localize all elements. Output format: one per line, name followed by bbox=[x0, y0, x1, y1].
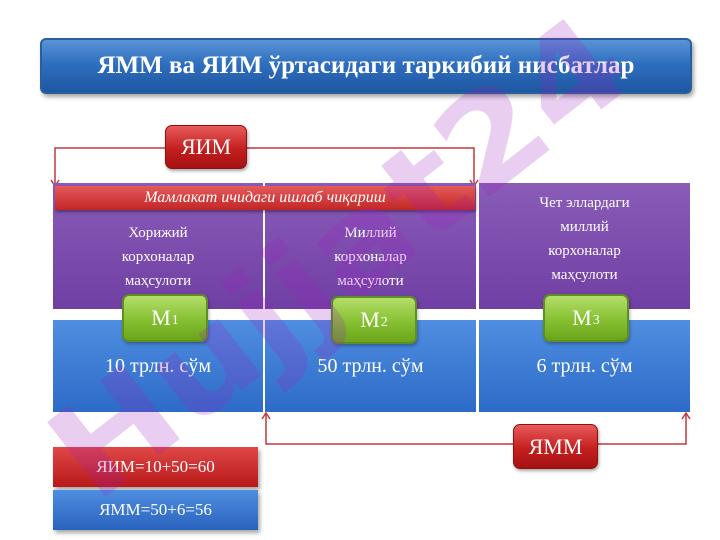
m3-tag-index: 3 bbox=[592, 313, 600, 328]
col2-line3: маҳсулоти bbox=[337, 273, 404, 289]
col3-line2: миллий bbox=[560, 219, 609, 235]
yaim-label-text: ЯИМ bbox=[180, 134, 232, 159]
col1-line3: маҳсулоти bbox=[124, 273, 192, 289]
col3-line4: маҳсулоти bbox=[551, 267, 618, 283]
m3-tag-letter: М bbox=[572, 305, 592, 330]
m1-tag-letter: М bbox=[151, 305, 171, 330]
yamm-bracket bbox=[265, 414, 513, 445]
value-m1: 10 трлн. сўм bbox=[105, 354, 211, 377]
abroad-national-companies-box: Чет эллардаги миллий корхоналар маҳсулот… bbox=[479, 183, 690, 309]
yaim-bracket bbox=[54, 147, 165, 186]
col2-line2: корхоналар bbox=[334, 249, 407, 265]
m1-tag-index: 1 bbox=[171, 313, 179, 328]
domestic-production-banner: Мамлакат ичидаги ишлаб чиқариш bbox=[55, 186, 475, 210]
page-title: ЯММ ва ЯИМ ўртасидаги таркибий нисбатлар bbox=[40, 38, 692, 94]
m2-tag-letter: М bbox=[360, 307, 380, 332]
m2-tag-index: 2 bbox=[380, 315, 388, 330]
col2-line1: Миллий bbox=[344, 225, 397, 241]
yamm-label-text: ЯММ bbox=[528, 433, 583, 459]
col3-line3: корхоналар bbox=[548, 243, 621, 259]
yaim-bracket-right bbox=[245, 147, 475, 186]
value-m3: 6 трлн. сўм bbox=[536, 354, 633, 377]
col3-line1: Чет эллардаги bbox=[539, 195, 630, 211]
col1-line2: корхоналар bbox=[121, 249, 195, 265]
domestic-production-text: Мамлакат ичидаги ишлаб чиқариш bbox=[144, 189, 386, 206]
yamm-label: ЯММ bbox=[513, 424, 598, 469]
col1-line1: Хорижий bbox=[128, 225, 188, 241]
yamm-formula-text: ЯММ=50+6=56 bbox=[99, 500, 212, 519]
yaim-formula: ЯИМ=10+50=60 bbox=[53, 447, 258, 487]
yamm-formula: ЯММ=50+6=56 bbox=[53, 490, 258, 530]
title-text: ЯММ ва ЯИМ ўртасидаги таркибий нисбатлар bbox=[97, 52, 635, 79]
yamm-bracket-right bbox=[596, 414, 687, 445]
yaim-label: ЯИМ bbox=[165, 125, 247, 169]
yaim-formula-text: ЯИМ=10+50=60 bbox=[96, 457, 215, 476]
value-m2: 50 трлн. сўм bbox=[317, 354, 424, 377]
